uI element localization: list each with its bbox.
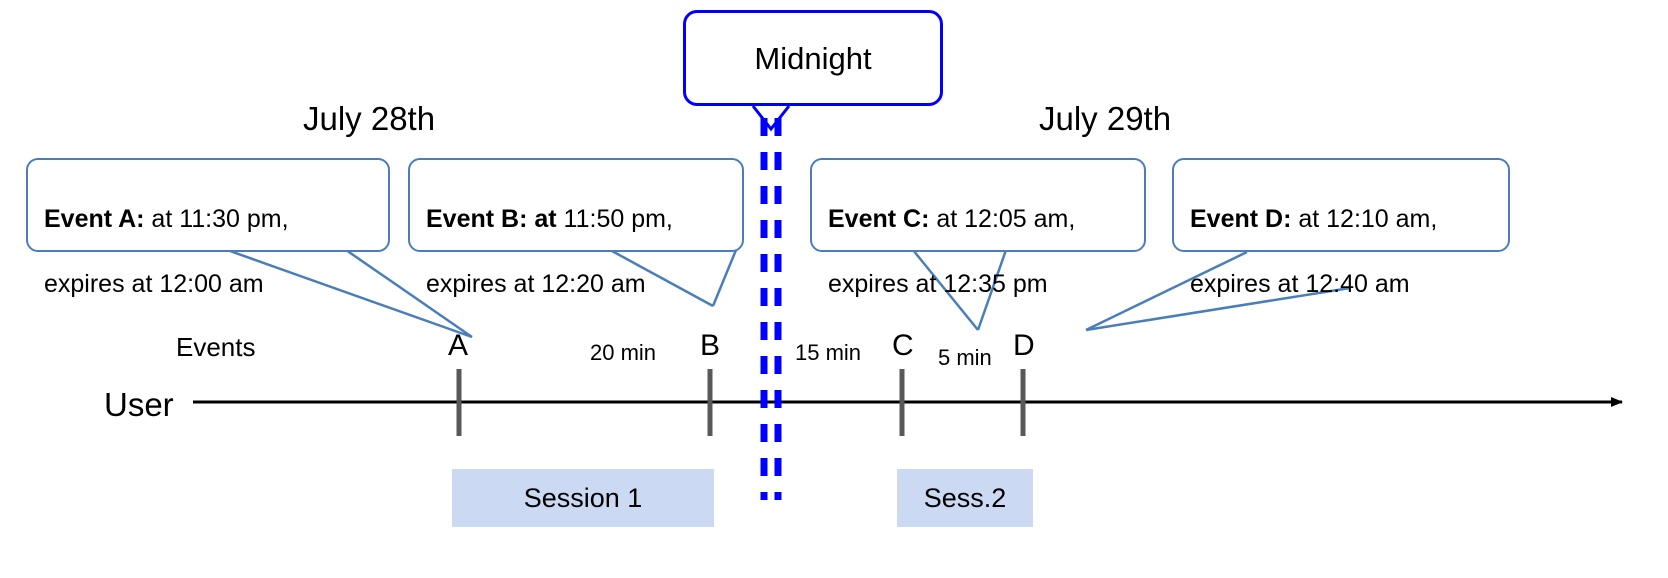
callout-event-b-rest: 11:50 pm, <box>556 204 673 233</box>
event-marker-b-letter: B <box>700 329 721 362</box>
callout-event-a-bold: Event A: <box>44 204 145 233</box>
event-marker-c-letter: C <box>892 329 914 362</box>
callout-event-d-line2: expires at 12:40 am <box>1190 269 1410 298</box>
callout-event-d-bold: Event D: <box>1190 204 1292 233</box>
session-bar-2: Sess.2 <box>897 469 1033 527</box>
midnight-callout: Midnight <box>683 10 943 106</box>
callout-b-tail-2 <box>711 249 738 307</box>
callout-event-b-line2: expires at 12:20 am <box>426 269 646 298</box>
callout-event-a: Event A: at 11:30 pm, expires at 12:00 a… <box>26 158 390 298</box>
day-label-july-29: July 29th <box>1039 100 1172 137</box>
session-bar-1-label: Session 1 <box>523 482 643 513</box>
callout-event-c-bold: Event C: <box>828 204 930 233</box>
session-bar-1: Session 1 <box>452 469 714 527</box>
gap-label-b-c: 15 min <box>795 340 862 365</box>
callout-event-d: Event D: at 12:10 am, expires at 12:40 a… <box>1172 158 1510 298</box>
gap-label-c-d: 5 min <box>938 345 992 370</box>
midnight-label: Midnight <box>754 40 872 76</box>
gap-label-a-b: 20 min <box>590 340 657 365</box>
callout-event-c-rest: at 12:05 am, <box>929 204 1076 233</box>
callout-event-a-line2: expires at 12:00 am <box>44 269 264 298</box>
callout-event-b: Event B: at 11:50 pm, expires at 12:20 a… <box>408 158 744 298</box>
callout-event-c: Event C: at 12:05 am, expires at 12:35 p… <box>810 158 1146 298</box>
callout-event-c-line2: expires at 12:35 pm <box>828 269 1048 298</box>
day-label-july-28: July 28th <box>303 100 436 137</box>
event-marker-d-letter: D <box>1013 329 1035 362</box>
session-bar-2-label: Sess.2 <box>923 482 1007 513</box>
callout-event-b-bold: Event B: at <box>426 204 557 233</box>
callout-event-d-rest: at 12:10 am, <box>1291 204 1438 233</box>
user-row-label: User <box>104 386 174 423</box>
midnight-callout-tail <box>751 105 791 132</box>
events-row-label: Events <box>176 332 256 362</box>
event-marker-a-letter: A <box>448 329 469 362</box>
callout-event-a-rest: at 11:30 pm, <box>144 204 289 233</box>
